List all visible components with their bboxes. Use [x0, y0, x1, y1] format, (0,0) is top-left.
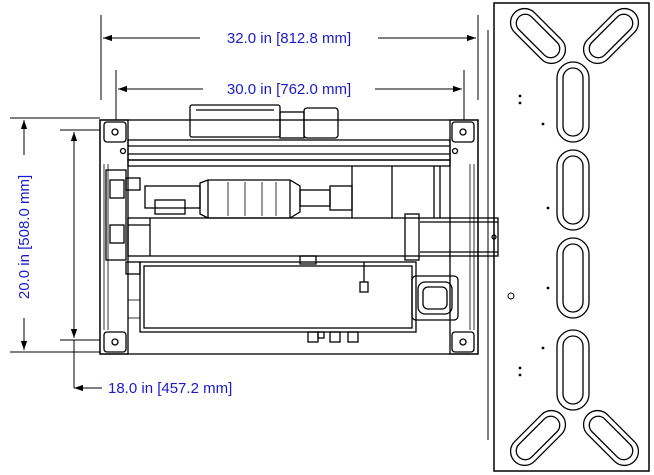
dimension-overall-width: 32.0 in [812.8 mm] — [100, 15, 479, 100]
frame-detail-lines — [103, 164, 475, 330]
chassis-frame — [99, 104, 499, 355]
mounting-plate — [487, 2, 650, 472]
overall-width-label: 32.0 in [812.8 mm] — [227, 30, 351, 47]
inner-height-label: 18.0 in [457.2 mm] — [108, 380, 232, 397]
dimension-inner-width: 30.0 in [762.0 mm] — [115, 70, 465, 120]
dimension-overall-height: 20.0 in [508.0 mm] — [10, 117, 100, 353]
overall-height-label: 20.0 in [508.0 mm] — [16, 175, 33, 299]
dimension-inner-height: 18.0 in [457.2 mm] — [60, 129, 236, 398]
plate-slots — [509, 7, 640, 467]
inner-width-label: 30.0 in [762.0 mm] — [227, 81, 351, 98]
